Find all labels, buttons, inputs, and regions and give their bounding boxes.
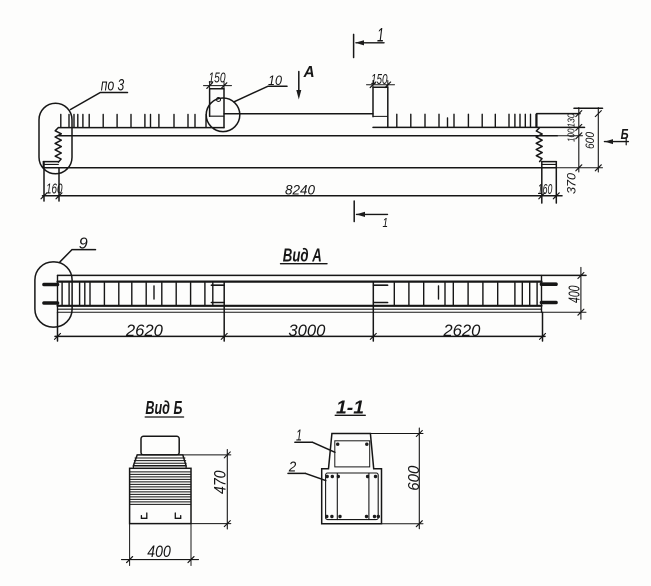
svg-text:1: 1 [296, 427, 302, 444]
svg-text:А: А [303, 64, 315, 81]
svg-text:160: 160 [46, 180, 63, 197]
svg-text:2620: 2620 [442, 321, 481, 340]
svg-text:9: 9 [79, 235, 88, 252]
svg-text:150: 150 [209, 70, 226, 87]
svg-text:8240: 8240 [285, 183, 315, 198]
svg-text:2: 2 [288, 459, 297, 476]
svg-text:600: 600 [406, 466, 423, 491]
svg-text:2620: 2620 [125, 321, 164, 340]
svg-text:по 3: по 3 [101, 76, 125, 95]
svg-text:400: 400 [147, 542, 171, 561]
svg-text:3000: 3000 [288, 321, 326, 340]
svg-text:Б: Б [621, 127, 629, 143]
svg-text:1: 1 [383, 215, 389, 230]
svg-text:1-1: 1-1 [336, 397, 364, 417]
svg-text:600: 600 [585, 131, 597, 149]
svg-text:100: 100 [566, 128, 578, 142]
svg-text:470: 470 [211, 470, 230, 494]
svg-text:150: 150 [371, 71, 388, 88]
svg-text:400: 400 [567, 285, 584, 303]
svg-text:Вид Б: Вид Б [145, 398, 182, 418]
svg-text:160: 160 [538, 181, 553, 198]
svg-text:10: 10 [268, 72, 282, 88]
svg-text:1: 1 [377, 26, 384, 47]
svg-text:Вид А: Вид А [283, 245, 322, 265]
svg-text:130: 130 [566, 113, 578, 127]
svg-text:370: 370 [566, 172, 578, 194]
